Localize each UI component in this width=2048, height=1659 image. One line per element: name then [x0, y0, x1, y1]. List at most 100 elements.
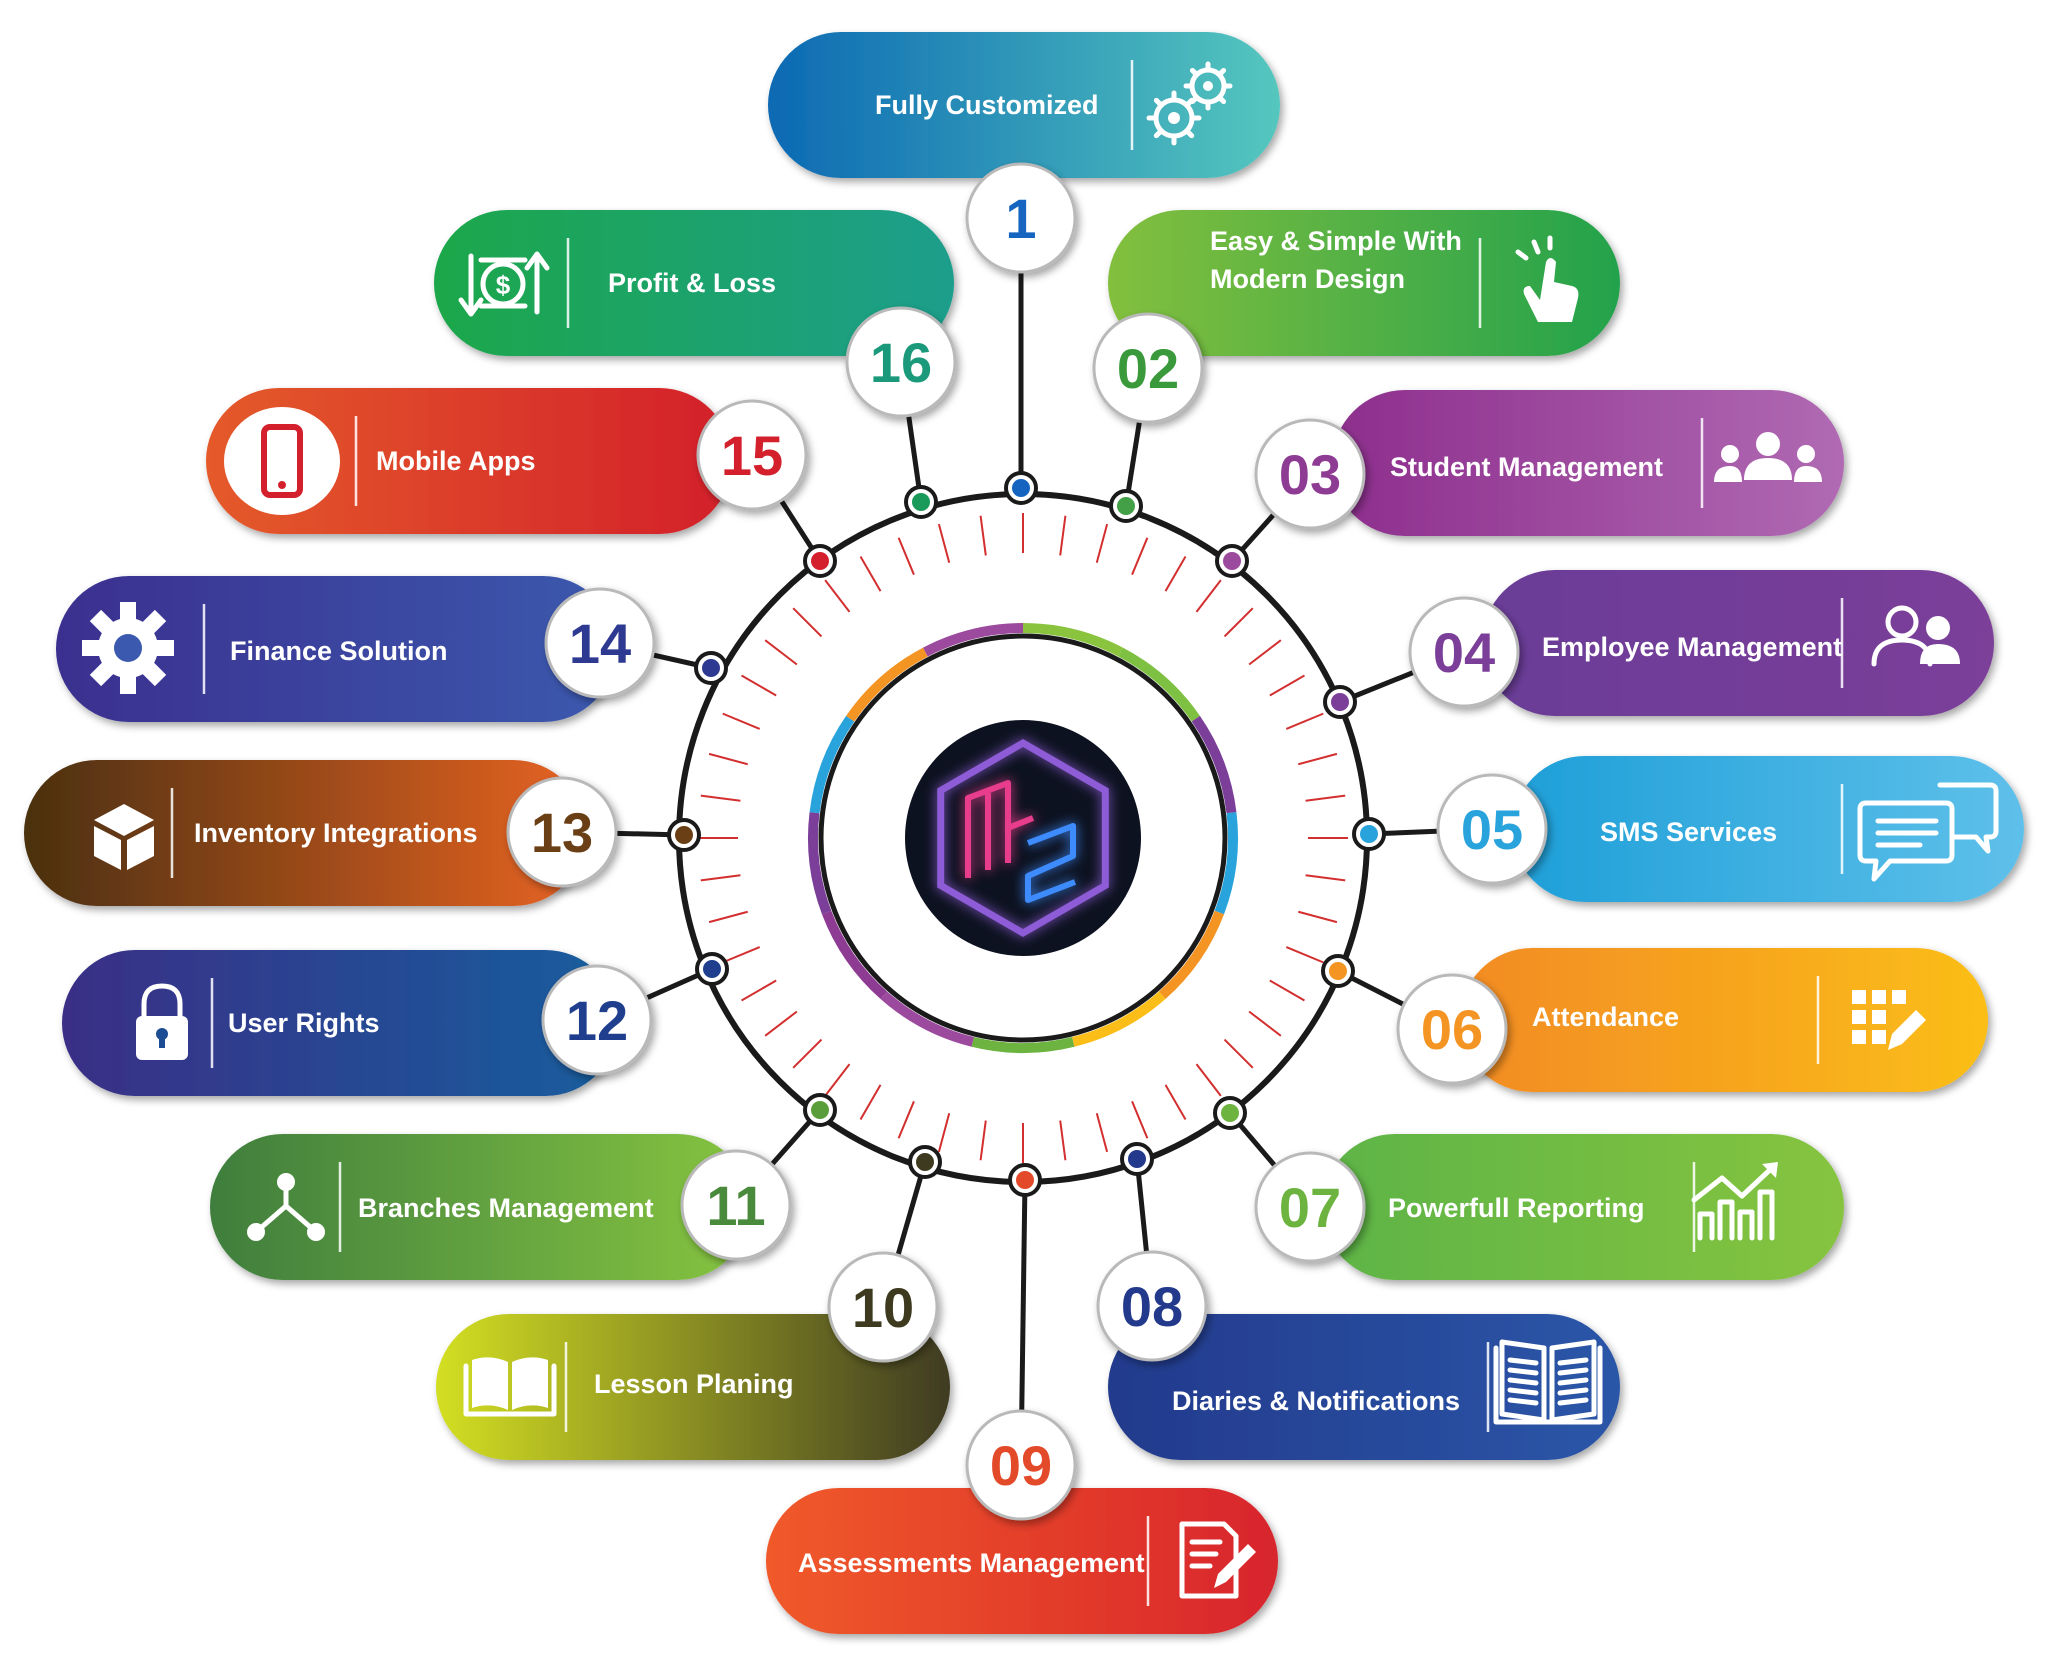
inner-color-ring — [808, 623, 1238, 1053]
feature-pill: Assessments Management — [766, 1488, 1278, 1634]
tick-mark — [937, 523, 951, 563]
number-badge: 07 — [1254, 1151, 1366, 1263]
badge-number: 02 — [1117, 337, 1179, 400]
feature-label: Fully Customized — [875, 90, 1099, 120]
logo-hexagon — [937, 738, 1109, 938]
growth-chart-icon — [1691, 1162, 1778, 1241]
badge-circle — [1396, 973, 1508, 1085]
tick-mark — [1223, 607, 1254, 638]
employees-icon — [1871, 605, 1960, 667]
tick-mark — [1305, 874, 1346, 882]
ring-node-dot — [811, 552, 829, 570]
svg-text:$: $ — [496, 270, 511, 300]
tick-mark — [859, 556, 882, 592]
tick-mark — [1059, 1120, 1067, 1161]
badge-circle — [965, 162, 1077, 274]
feature-label: Modern Design — [1210, 264, 1405, 294]
logo-mark-right — [1025, 823, 1077, 903]
tick-mark — [897, 1100, 915, 1139]
feature-label: Assessments Management — [798, 1548, 1145, 1578]
feature-label: Employee Management — [1542, 632, 1842, 662]
color-arc-segment — [821, 910, 888, 999]
tick-mark — [708, 752, 748, 766]
branches-icon — [247, 1173, 325, 1241]
number-badge: 06 — [1396, 973, 1508, 1085]
number-badge: 12 — [541, 964, 653, 1076]
money-transfer-icon: $ — [458, 251, 550, 317]
edit-document-icon — [1179, 1521, 1256, 1599]
tick-mark — [700, 794, 741, 802]
badge-circle — [1408, 596, 1520, 708]
feature-pill: SMS Services — [1512, 756, 2024, 902]
badge-number: 04 — [1433, 621, 1495, 684]
tick-mark — [859, 1084, 882, 1120]
color-arc-segment — [1118, 647, 1200, 722]
badge-circle — [845, 306, 957, 418]
tick-mark — [1223, 1038, 1254, 1069]
badge-number: 10 — [852, 1276, 914, 1339]
tick-marks — [698, 513, 1348, 1163]
badge-number: 1 — [1005, 187, 1036, 250]
badge-number: 06 — [1421, 998, 1483, 1061]
feature-pill: Employee Management — [1482, 570, 1994, 716]
ring-node-dot — [916, 1153, 934, 1171]
feature-label: Finance Solution — [230, 636, 448, 666]
color-arc-segment — [846, 647, 928, 722]
color-arc-segment — [1158, 910, 1225, 999]
box-icon — [94, 804, 154, 870]
badge-circle — [965, 1409, 1077, 1521]
tick-mark — [1164, 1084, 1187, 1120]
badge-circle — [1092, 312, 1204, 424]
attendance-grid-icon — [1852, 990, 1926, 1050]
brand-logo — [905, 720, 1141, 956]
badge-circle — [680, 1149, 792, 1261]
color-arc-segment — [880, 991, 974, 1047]
tick-mark — [722, 946, 761, 964]
pill-background — [1108, 210, 1620, 356]
book-icon — [463, 1357, 557, 1417]
ring-node-dot — [1117, 497, 1135, 515]
tick-mark — [1195, 1063, 1222, 1097]
tick-mark — [792, 1038, 823, 1069]
number-badge: 08 — [1096, 1250, 1208, 1362]
pill-background — [1322, 1134, 1844, 1280]
pill-background — [768, 32, 1280, 178]
tick-mark — [792, 607, 823, 638]
pill-background — [24, 760, 586, 906]
pill-background — [434, 210, 954, 356]
central-hub — [676, 491, 1370, 1185]
tick-mark — [764, 1010, 798, 1037]
ring-node-dot — [1221, 1104, 1239, 1122]
color-arc-segment — [1214, 812, 1238, 915]
chat-bubbles-icon — [1857, 782, 1999, 882]
tick-mark — [979, 515, 987, 556]
feature-pill: Branches Management — [210, 1134, 750, 1280]
mobile-phone-icon — [224, 407, 340, 515]
badge-circle — [827, 1251, 939, 1363]
feature-label: Profit & Loss — [608, 268, 776, 298]
pill-background — [1482, 570, 1994, 716]
tick-mark — [824, 1063, 851, 1097]
ring-node-dot — [912, 493, 930, 511]
tick-mark — [741, 979, 777, 1002]
badge-circle — [1254, 1151, 1366, 1263]
feature-pill: Student Management — [1332, 390, 1844, 536]
tick-mark — [764, 639, 798, 666]
pill-background — [56, 576, 616, 722]
feature-label: Branches Management — [358, 1193, 654, 1223]
pill-background — [1460, 948, 1988, 1092]
tick-mark — [1285, 946, 1324, 964]
tick-mark — [937, 1113, 951, 1153]
color-arc-segment — [1191, 715, 1237, 814]
badge-circle — [1096, 1250, 1208, 1362]
number-badge: 13 — [506, 776, 618, 888]
ring-node-dot — [1329, 962, 1347, 980]
tick-mark — [700, 874, 741, 882]
number-badge: 10 — [827, 1251, 939, 1363]
tick-mark — [1131, 537, 1149, 576]
tick-mark — [1059, 515, 1067, 556]
tick-mark — [1095, 523, 1109, 563]
ring-node-dot — [1128, 1150, 1146, 1168]
